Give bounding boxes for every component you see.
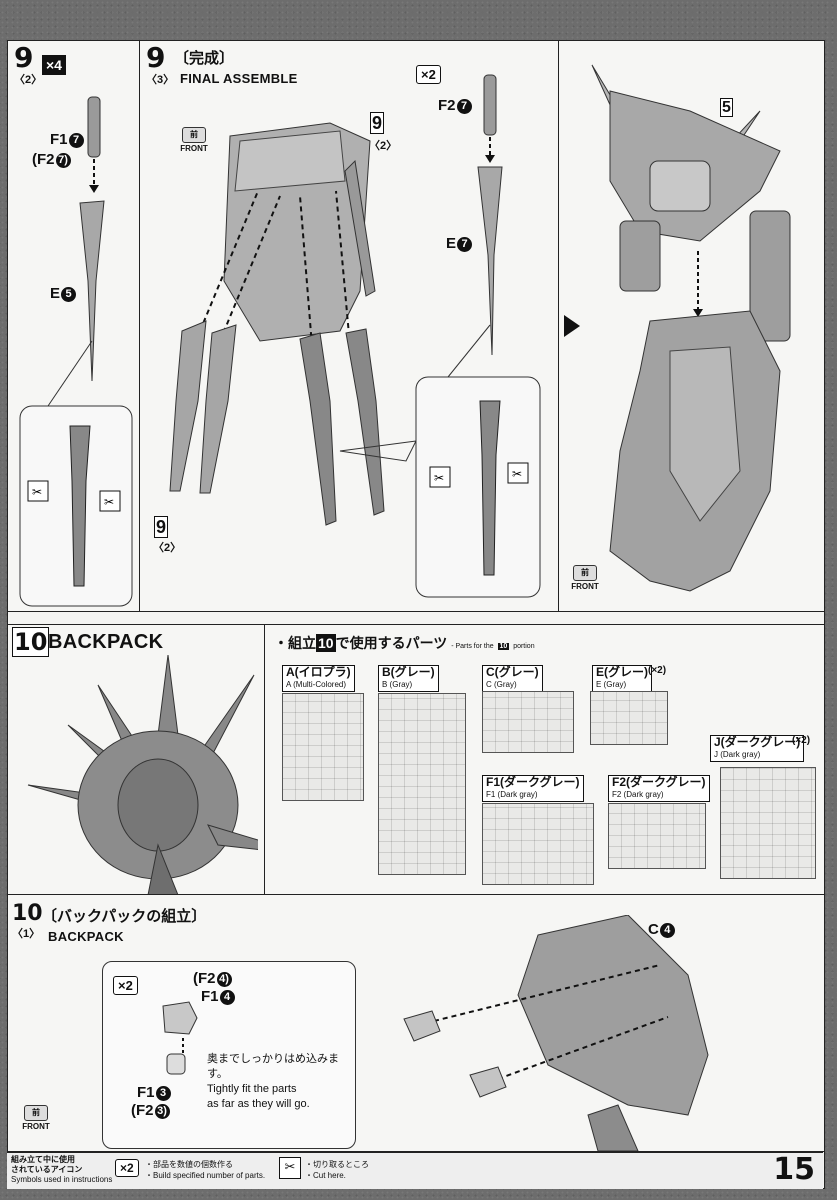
runner-label-b: B(グレー)B (Gray): [378, 665, 439, 692]
ref-step-9-2: 9: [370, 112, 385, 134]
quantity-badge: ×2: [113, 976, 138, 995]
step-title-jp: 〔バックパックの組立〕: [42, 908, 207, 925]
runner-j: [720, 767, 816, 879]
front-indicator: 前 FRONT: [16, 1105, 56, 1131]
ref-step-9-2-bottom: 9: [154, 516, 169, 538]
runner-qty-e: (×2): [648, 665, 667, 676]
completed-robot-illustration: [591, 64, 791, 592]
backpack-illustration: [27, 655, 258, 895]
runner-e: [590, 691, 668, 745]
runner-f2: [608, 803, 706, 869]
quantity-badge: ×4: [42, 55, 66, 75]
svg-text:✂: ✂: [512, 467, 522, 481]
runner-label-a: A(イロプラ)A (Multi-Colored): [282, 665, 355, 692]
svg-text:✂: ✂: [434, 471, 444, 485]
svg-text:✂: ✂: [104, 495, 114, 509]
step-number: 10: [12, 627, 50, 657]
front-icon: 前: [24, 1105, 48, 1121]
legend-title: 組み立て中に使用 されているアイコン Symbols used in instr…: [11, 1155, 113, 1184]
step-sub: 〈2〉: [14, 74, 43, 86]
fit-note: 奥までしっかりはめ込みます。 Tightly fit the parts as …: [207, 1053, 339, 1110]
quantity-badge: ×2: [416, 65, 441, 84]
footer-legend: 組み立て中に使用 されているアイコン Symbols used in instr…: [7, 1152, 823, 1189]
panel-divider: [558, 41, 559, 611]
front-icon: 前: [573, 565, 597, 581]
step-title-en: FINAL ASSEMBLE: [180, 71, 298, 86]
step-title: BACKPACK: [48, 631, 164, 653]
legend-quantity-badge: ×2: [115, 1159, 139, 1177]
step-9-2-illustration: ✂ ✂: [19, 96, 133, 607]
runner-c: [482, 691, 574, 753]
scissors-icon: ✂: [279, 1157, 301, 1179]
step-sub: 〈3〉: [146, 74, 175, 86]
runner-qty-j: (×2): [792, 735, 811, 746]
legend-quantity-text: ・部品を数値の個数作る ・Build specified number of p…: [145, 1160, 266, 1180]
front-indicator: 前 FRONT: [174, 127, 214, 153]
step-number: 9: [146, 41, 166, 74]
runner-b: [378, 693, 466, 875]
front-indicator: 前 FRONT: [565, 565, 605, 591]
backpack-assembly-illustration: [403, 915, 709, 1151]
step-9-3-panel: 9 〈3〉 〔完成〕 FINAL ASSEMBLE 前 FRONT 9 〈2〉 …: [139, 40, 825, 612]
runner-label-c: C(グレー)C (Gray): [482, 665, 543, 692]
runner-label-j: J(ダークグレー)J (Dark gray): [710, 735, 805, 762]
next-arrow: [564, 315, 580, 337]
front-icon: 前: [182, 127, 206, 143]
svg-text:✂: ✂: [32, 485, 42, 499]
step-number: 9: [14, 41, 34, 74]
step-number: 10: [12, 901, 43, 926]
ref-step-sub: 〈2〉: [153, 542, 182, 554]
runner-label-e: E(グレー)E (Gray): [592, 665, 652, 692]
ref-step-sub: 〈2〉: [369, 140, 398, 152]
runner-label-f1: F1(ダークグレー)F1 (Dark gray): [482, 775, 584, 802]
watermark: HOBBY SEARCH: [661, 1170, 751, 1182]
panel-divider: [264, 625, 265, 895]
runner-f1: [482, 803, 594, 885]
ref-step-5: 5: [720, 98, 733, 117]
step-title-en: BACKPACK: [48, 929, 124, 944]
step-sub: 〈1〉: [12, 928, 41, 940]
step-title-jp: 〔完成〕: [174, 50, 235, 67]
runner-label-f2: F2(ダークグレー)F2 (Dark gray): [608, 775, 710, 802]
legend-cut-text: ・切り取るところ ・Cut here.: [305, 1160, 369, 1180]
page-number: 15: [773, 1152, 815, 1187]
final-assembly-illustration: [169, 122, 417, 526]
runner-a: [282, 693, 364, 801]
